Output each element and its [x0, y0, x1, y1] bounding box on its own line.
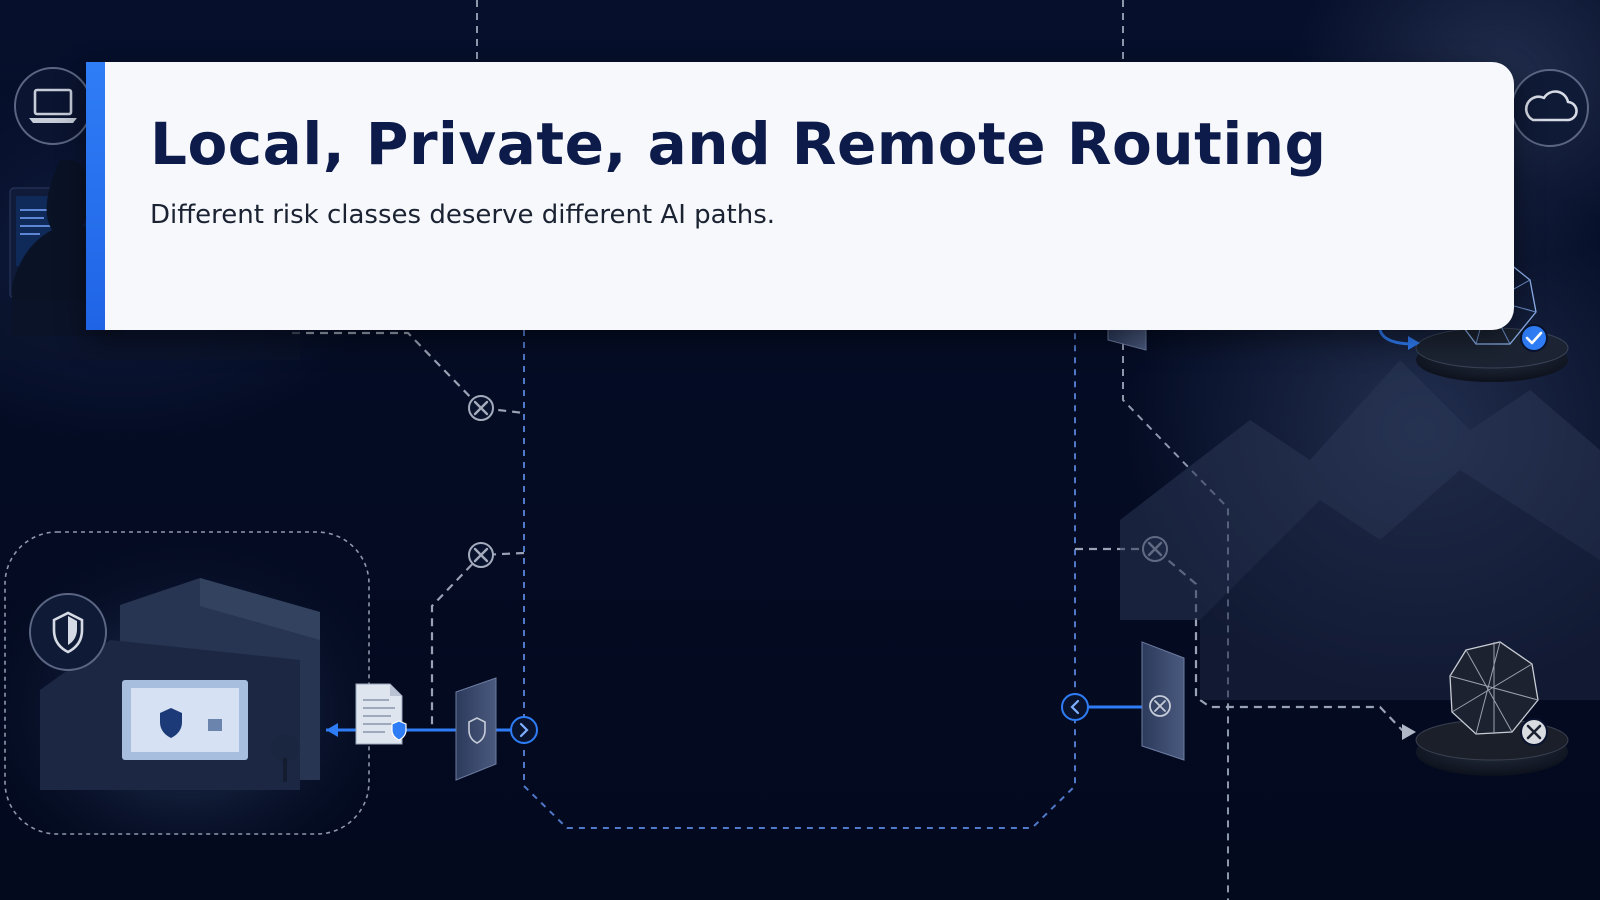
right-descending-connector — [1122, 330, 1229, 900]
title-card: Local, Private, and Remote Routing Diffe… — [86, 62, 1514, 330]
title-accent-bar — [86, 62, 105, 330]
lower-left-blocked-path — [430, 551, 525, 728]
approved-route-arrowhead — [1408, 336, 1420, 350]
blocked-x-icon-1 — [468, 395, 494, 421]
inbound-route-arrowhead — [326, 723, 338, 737]
zone-entry-chevron-icon — [510, 716, 538, 744]
check-badge-icon — [1520, 324, 1548, 352]
laptop-icon — [14, 67, 92, 145]
private-zone-outline — [523, 330, 1076, 829]
zone-exit-chevron-icon — [1061, 693, 1089, 721]
document-icon — [355, 683, 407, 745]
private-shield-icon — [29, 593, 107, 671]
upper-left-blocked-path — [292, 331, 525, 415]
slide-title: Local, Private, and Remote Routing — [150, 110, 1327, 178]
slide-subtitle: Different risk classes deserve different… — [150, 200, 776, 230]
right-path-arrowhead — [1402, 724, 1416, 740]
shield-gate-icon — [455, 677, 497, 781]
blocked-gate-icon — [1141, 641, 1185, 761]
mountain-backdrop — [1120, 360, 1600, 700]
private-building — [40, 578, 320, 790]
cloud-icon — [1511, 69, 1589, 147]
blocked-badge-icon — [1520, 718, 1548, 746]
blocked-x-icon-2 — [468, 542, 494, 568]
